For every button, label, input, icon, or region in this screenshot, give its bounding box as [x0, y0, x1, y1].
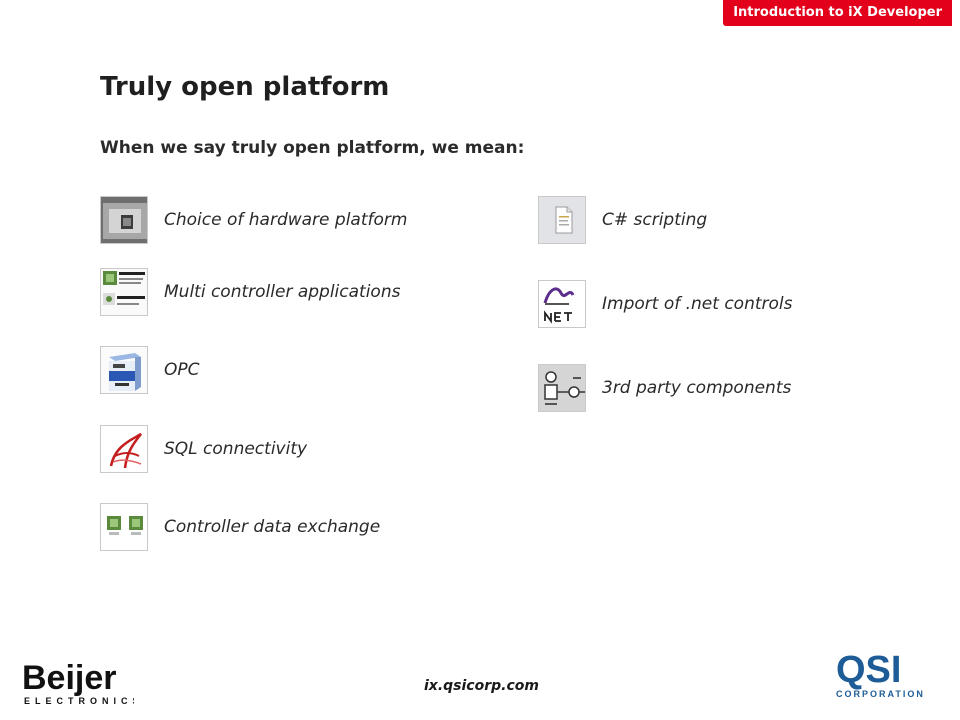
- feature-controller-exchange: Controller data exchange: [100, 503, 380, 551]
- feature-3rd-party: 3rd party components: [538, 364, 791, 412]
- feature-net-controls: Import of .net controls: [538, 280, 792, 328]
- feature-opc: OPC: [100, 346, 200, 394]
- feature-sql: SQL connectivity: [100, 425, 307, 473]
- sql-server-icon: [100, 425, 148, 473]
- feature-label: Import of .net controls: [602, 294, 793, 314]
- header-tag: Introduction to iX Developer: [723, 0, 952, 26]
- component-diagram-icon: [538, 364, 586, 412]
- feature-label: Choice of hardware platform: [164, 210, 408, 230]
- feature-label: 3rd party components: [602, 378, 792, 398]
- beijer-logo: Beijer ELECTRONICS: [22, 655, 139, 707]
- hardware-panel-icon: [100, 196, 148, 244]
- controller-chooser-icon: [100, 268, 148, 316]
- qsi-logo-text: QSI: [836, 649, 901, 691]
- slide-subtitle: When we say truly open platform, we mean…: [100, 138, 525, 158]
- feature-csharp: C# scripting: [538, 196, 707, 244]
- opc-box-icon: [100, 346, 148, 394]
- feature-label: Controller data exchange: [164, 517, 381, 537]
- qsi-logo-sub: CORPORATION: [836, 689, 925, 699]
- qsi-logo: QSI CORPORATION: [834, 648, 930, 700]
- script-document-icon: [538, 196, 586, 244]
- beijer-logo-sub: ELECTRONICS: [24, 696, 134, 706]
- footer-url[interactable]: ix.qsicorp.com: [424, 678, 539, 694]
- feature-label: OPC: [164, 360, 200, 380]
- feature-label: Multi controller applications: [164, 282, 401, 302]
- microsoft-net-icon: [538, 280, 586, 328]
- feature-multi-controller: Multi controller applications: [100, 268, 400, 316]
- beijer-logo-text: Beijer: [22, 659, 117, 697]
- controller-exchange-icon: [100, 503, 148, 551]
- feature-label: C# scripting: [602, 210, 708, 230]
- feature-label: SQL connectivity: [164, 439, 308, 459]
- feature-hardware-platform: Choice of hardware platform: [100, 196, 407, 244]
- slide-title: Truly open platform: [100, 72, 390, 102]
